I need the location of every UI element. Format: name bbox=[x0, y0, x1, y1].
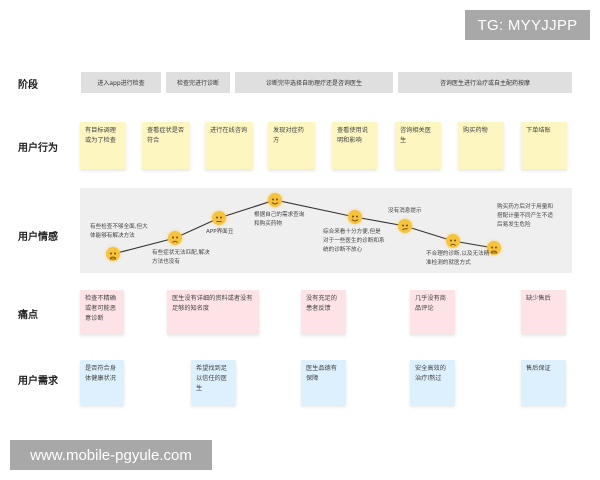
emotion-curve-line bbox=[112, 199, 495, 255]
user-need-note: 售后保证 bbox=[521, 360, 566, 405]
emotion-note: 不合理的诊断,以及无法精准检测的就医方式 bbox=[426, 251, 490, 266]
emotion-note: 没有消息提示 bbox=[388, 208, 422, 214]
user-need-note: 是否符合身体健康状况 bbox=[80, 360, 124, 405]
row-label-needs: 用户需求 bbox=[18, 376, 58, 387]
emotion-note: 有些检查不够全面,但大体能够有解决方法 bbox=[90, 224, 148, 239]
very-sad-face-icon bbox=[487, 241, 501, 255]
watermark-bottom: www.mobile-pgyule.com bbox=[10, 440, 212, 470]
behavior-note: 查看症状是否符合 bbox=[142, 122, 190, 169]
pain-point-note: 没有充足的患者反馈 bbox=[301, 290, 346, 334]
neutral-face-icon bbox=[212, 211, 226, 225]
row-label-behavior: 用户行为 bbox=[18, 143, 58, 154]
sad-face-icon bbox=[446, 234, 460, 248]
user-need-note: 安全高效的治疗l熬过 bbox=[410, 360, 455, 405]
behavior-note: 查看使用说明和影响 bbox=[332, 122, 377, 169]
behavior-note: 发现对症药方 bbox=[268, 122, 315, 169]
emotion-note: APP界面丑 bbox=[206, 229, 234, 235]
pain-point-note: 几乎没有商品评论 bbox=[410, 290, 455, 334]
stage-header: 进入app进行检查 bbox=[81, 72, 161, 93]
row-label-stage: 阶段 bbox=[18, 80, 38, 91]
row-label-pain: 痛点 bbox=[18, 310, 38, 321]
stage-header: 咨询医生进行治疗或自主配药按摩 bbox=[398, 72, 572, 93]
very-sad-face-icon bbox=[106, 247, 120, 261]
row-label-emotion: 用户情感 bbox=[18, 232, 58, 243]
watermark-top: TG: MYYJJPP bbox=[465, 10, 590, 40]
emotion-note: 综合来看十分方便,但是对于一些医生的诊断和系统的诊断不放心 bbox=[323, 229, 385, 253]
sad-face-icon bbox=[168, 231, 182, 245]
behavior-note: 有目标调理或为了检查 bbox=[80, 122, 126, 169]
stage-header: 检查完进行诊断 bbox=[166, 72, 230, 93]
user-need-note: 希望找到足以信任的医生 bbox=[191, 360, 236, 405]
emotion-note: 购买药方后对于用量和搭配计量不同产生不适后易发生危险 bbox=[497, 204, 553, 228]
emotion-note: 有些症状无法匹配,解决方法也没有 bbox=[152, 250, 210, 265]
emotion-note: 根据自己的需求查询和购买药物 bbox=[254, 212, 305, 227]
behavior-note: 下单结账 bbox=[521, 122, 567, 169]
pain-point-note: 医生没有详细的资料或者没有足够的知名度 bbox=[167, 290, 259, 334]
emotion-curve-panel: 有些检查不够全面,但大体能够有解决方法 有些症状无法匹配,解决方法也没有 APP… bbox=[80, 188, 572, 273]
pain-point-note: 缺少售后 bbox=[521, 290, 566, 334]
happy-face-icon bbox=[268, 193, 282, 207]
behavior-note: 咨询相关医生 bbox=[395, 122, 441, 169]
confused-face-icon bbox=[398, 219, 412, 233]
stage-header: 诊断完毕选择自助理疗还是咨询医生 bbox=[235, 72, 393, 93]
happy-face-icon bbox=[348, 210, 362, 224]
pain-point-note: 检查不精确或者可能恶意诊断 bbox=[80, 290, 124, 334]
behavior-note: 进行在线咨询 bbox=[205, 122, 253, 169]
user-need-note: 医生品德有保障 bbox=[301, 360, 346, 405]
behavior-note: 购买药物 bbox=[458, 122, 504, 169]
